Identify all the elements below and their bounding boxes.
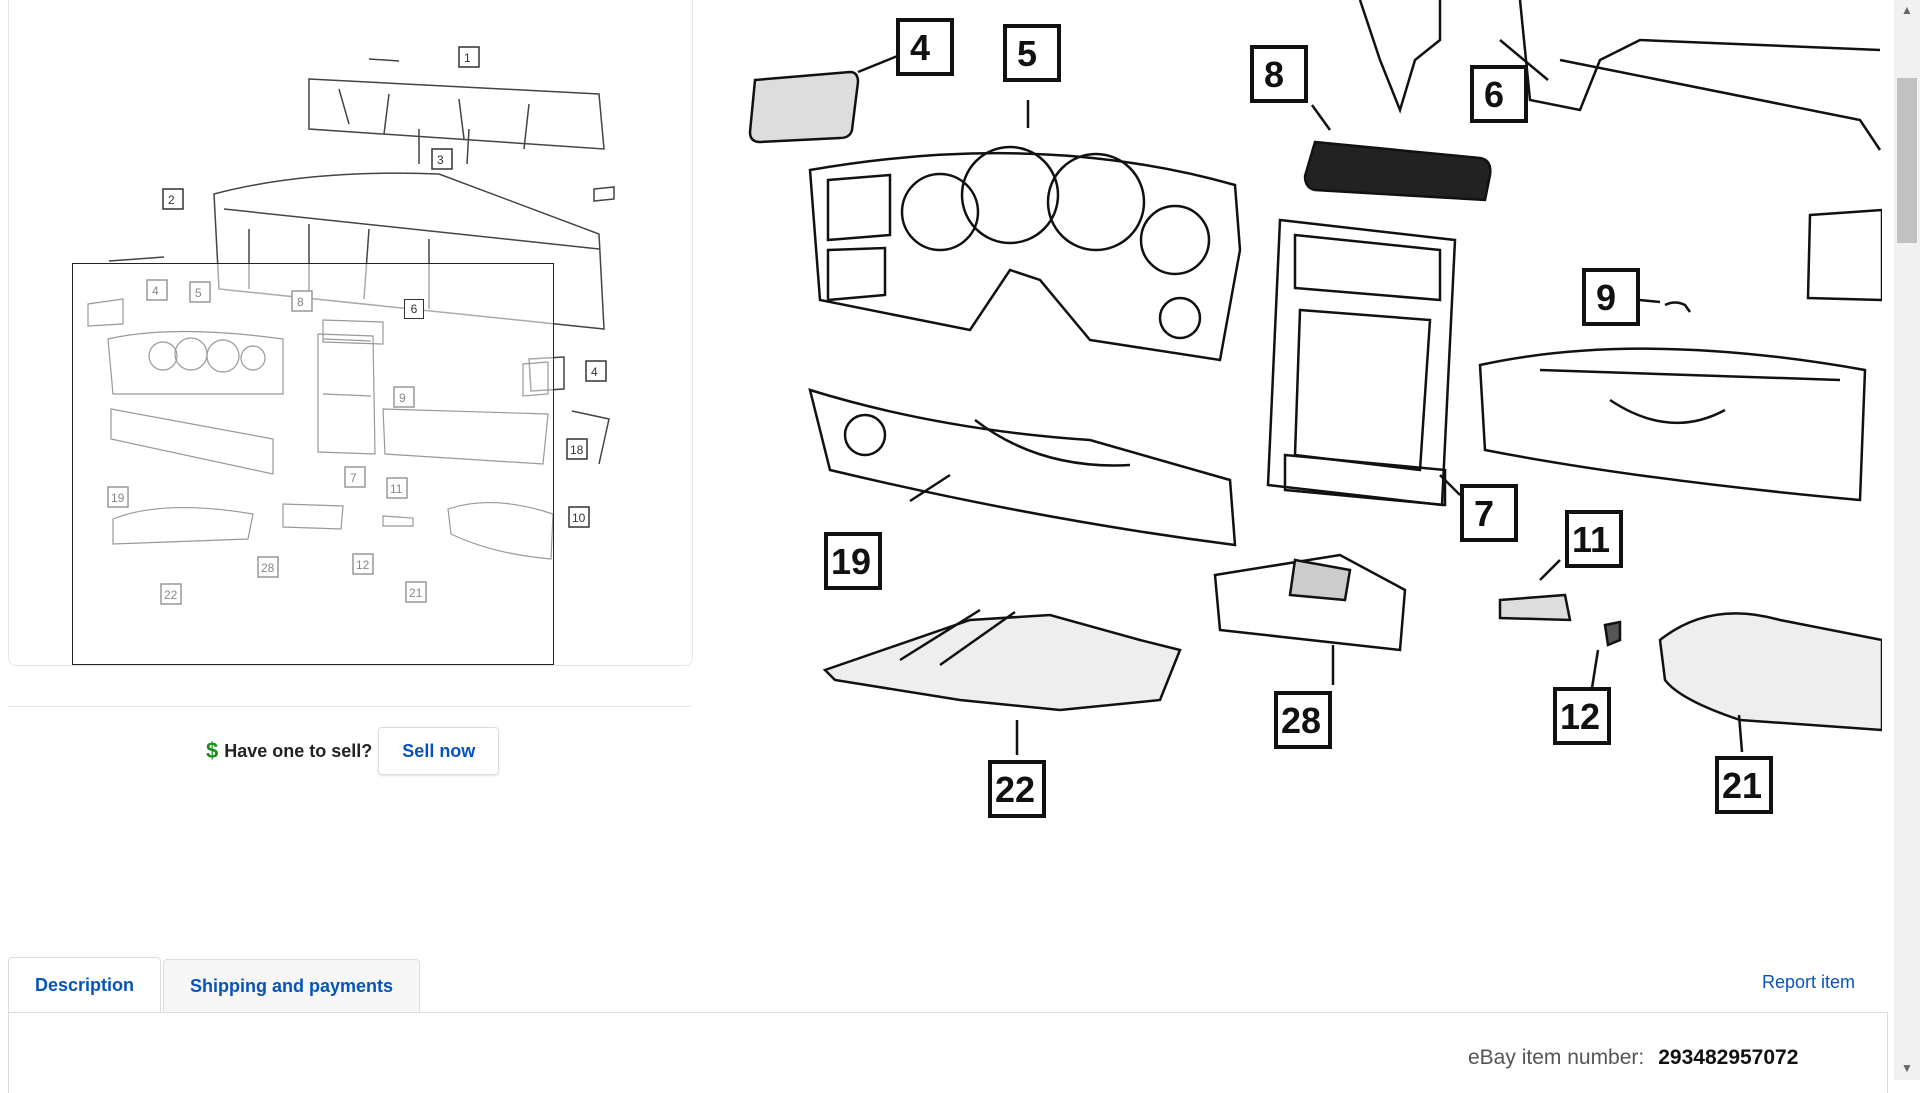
zoom-lens[interactable]: 4 5 8 9 7 11 19 28 12 22 21 (72, 263, 554, 665)
parts-diagram-thumbnail: 1 2 3 4 18 10 (108, 46, 615, 528)
thumb-callout: 4 (591, 365, 598, 379)
thumb-callout: 18 (570, 443, 584, 457)
sell-now-button[interactable]: Sell now (378, 727, 500, 775)
lens-callouts: 4 5 8 9 7 11 19 28 12 22 21 (107, 279, 427, 605)
thumbnail-callouts: 1 2 3 4 18 10 (162, 46, 607, 528)
zoom-callout: 11 (1572, 519, 1610, 560)
lens-diagram: 4 5 8 9 7 11 19 28 12 22 21 (87, 279, 554, 605)
sell-question: Have one to sell? (224, 740, 373, 761)
zoom-callout: 12 (1560, 696, 1600, 737)
zoom-callout: 7 (1474, 493, 1494, 534)
zoom-callout: 8 (1264, 54, 1284, 95)
lens-callout: 7 (350, 471, 357, 485)
dollar-icon: $ (206, 738, 219, 763)
tab-shipping-payments[interactable]: Shipping and payments (163, 959, 421, 1012)
lens-callout: 28 (261, 561, 275, 575)
lens-callout: 21 (409, 586, 423, 600)
thumb-callout-hidden: 6 (404, 299, 424, 319)
thumb-callout: 1 (464, 51, 471, 65)
zoom-callout: 21 (1722, 765, 1762, 806)
item-number-label: eBay item number: (1468, 1046, 1645, 1069)
report-item-link[interactable]: Report item (1762, 972, 1856, 992)
image-thumbnail-panel[interactable]: 1 2 3 4 18 10 (8, 0, 693, 666)
thumb-callout: 3 (437, 153, 444, 167)
zoom-callout: 22 (995, 769, 1035, 810)
zoom-callout: 5 (1017, 33, 1037, 74)
lens-callout: 8 (297, 295, 304, 309)
zoom-callout: 28 (1281, 700, 1321, 741)
lens-callout: 19 (111, 491, 125, 505)
item-number: eBay item number: 293482957072 (1468, 1046, 1798, 1070)
lens-callout: 4 (152, 284, 159, 298)
parts-diagram-zoomed: 4 5 8 6 9 7 19 11 28 12 22 21 (748, 0, 1882, 818)
lens-callout: 9 (399, 391, 406, 405)
lens-callout: 22 (164, 588, 178, 602)
zoomed-callouts: 4 5 8 6 9 7 19 11 28 12 22 21 (824, 18, 1773, 818)
page-scrollbar[interactable]: ▲ ▼ (1894, 0, 1920, 1080)
item-number-value: 293482957072 (1658, 1046, 1799, 1069)
lens-callout: 11 (390, 482, 403, 496)
lens-callout: 5 (195, 286, 202, 300)
section-divider (8, 706, 691, 707)
scrollbar-thumb[interactable] (1897, 78, 1917, 243)
thumb-callout: 2 (168, 193, 175, 207)
zoom-callout: 4 (910, 27, 930, 68)
item-tabs: Description Shipping and payments (8, 957, 422, 1012)
zoomed-image-view[interactable]: 4 5 8 6 9 7 19 11 28 12 22 21 (740, 0, 1882, 830)
zoom-callout: 6 (1484, 74, 1504, 115)
tab-description[interactable]: Description (8, 957, 162, 1012)
zoom-callout: 19 (831, 541, 871, 582)
scroll-down-icon[interactable]: ▼ (1901, 1061, 1913, 1075)
zoom-callout: 9 (1596, 277, 1616, 318)
thumb-callout: 10 (572, 511, 586, 525)
scroll-up-icon[interactable]: ▲ (1901, 3, 1913, 17)
sell-prompt: $ Have one to sell? Sell now (206, 727, 500, 775)
lens-callout: 12 (356, 558, 370, 572)
